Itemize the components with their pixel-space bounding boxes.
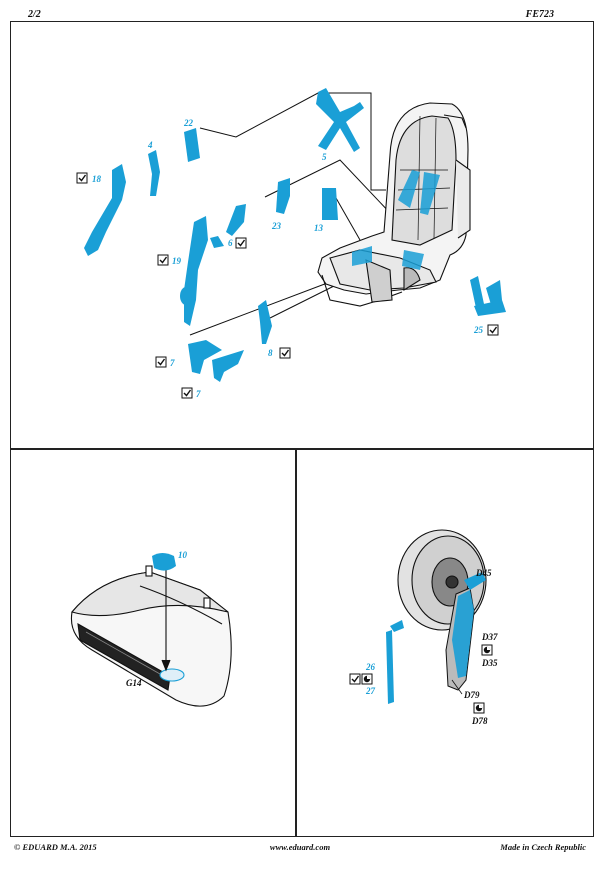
label-d79: D79 <box>463 690 480 700</box>
part-22 <box>184 128 200 162</box>
check-box-icon <box>279 347 291 359</box>
label-7b: 7 <box>196 389 201 399</box>
label-25: 25 <box>473 325 484 335</box>
label-22: 22 <box>183 118 194 128</box>
part-18 <box>84 164 126 256</box>
check-box-icon <box>349 673 361 685</box>
pie-box-icon <box>481 644 493 656</box>
part-7b <box>212 350 244 382</box>
part-4 <box>148 150 160 196</box>
label-d78: D78 <box>471 716 488 726</box>
part-10 <box>152 553 176 571</box>
part-7a <box>188 340 222 374</box>
label-6: 6 <box>228 238 233 248</box>
label-8: 8 <box>268 348 273 358</box>
seat-assembly-panel <box>10 21 594 450</box>
copyright: © EDUARD M.A. 2015 <box>14 842 97 852</box>
part-19 <box>180 216 208 326</box>
assembly-leader-lines <box>189 92 393 336</box>
label-4: 4 <box>147 140 153 150</box>
part-5-harness <box>316 88 364 152</box>
label-7a: 7 <box>170 358 175 368</box>
check-box-icon <box>157 254 169 266</box>
check-box-icon <box>181 387 193 399</box>
check-box-icon <box>76 172 88 184</box>
label-d35: D35 <box>481 658 498 668</box>
label-13: 13 <box>314 223 324 233</box>
seat-labels: 18 4 22 5 13 23 6 19 8 7 7 25 <box>76 118 499 399</box>
part-25 <box>470 276 506 316</box>
label-19: 19 <box>172 256 182 266</box>
part-8 <box>258 300 272 344</box>
fuel-tank-panel <box>10 448 297 837</box>
pie-box-icon <box>473 702 485 714</box>
part-13 <box>322 188 338 220</box>
page-number: 2/2 <box>28 9 41 20</box>
label-g14: G14 <box>126 678 142 688</box>
made-in: Made in Czech Republic <box>500 842 586 852</box>
label-d45: D45 <box>475 568 492 578</box>
check-box-icon <box>155 356 167 368</box>
part-23 <box>276 178 290 214</box>
landing-gear-panel <box>295 448 594 837</box>
seat-pe-straps <box>352 170 440 270</box>
gear-pe-parts <box>386 572 486 704</box>
part-6 <box>210 204 246 248</box>
label-23: 23 <box>271 221 282 231</box>
pie-box-icon <box>361 673 373 685</box>
label-5: 5 <box>322 152 327 162</box>
label-18: 18 <box>92 174 102 184</box>
check-box-icon <box>235 237 247 249</box>
gear-labels: D45 D37 D35 26 27 D79 D78 <box>349 568 498 726</box>
website-link[interactable]: www.eduard.com <box>269 842 331 852</box>
ejection-seat <box>317 102 471 307</box>
fuel-tank <box>70 565 232 707</box>
label-d37: D37 <box>481 632 498 642</box>
label-10: 10 <box>178 550 188 560</box>
label-27: 27 <box>365 686 376 696</box>
label-26: 26 <box>365 662 376 672</box>
check-box-icon <box>487 324 499 336</box>
kit-code: FE723 <box>525 9 554 20</box>
